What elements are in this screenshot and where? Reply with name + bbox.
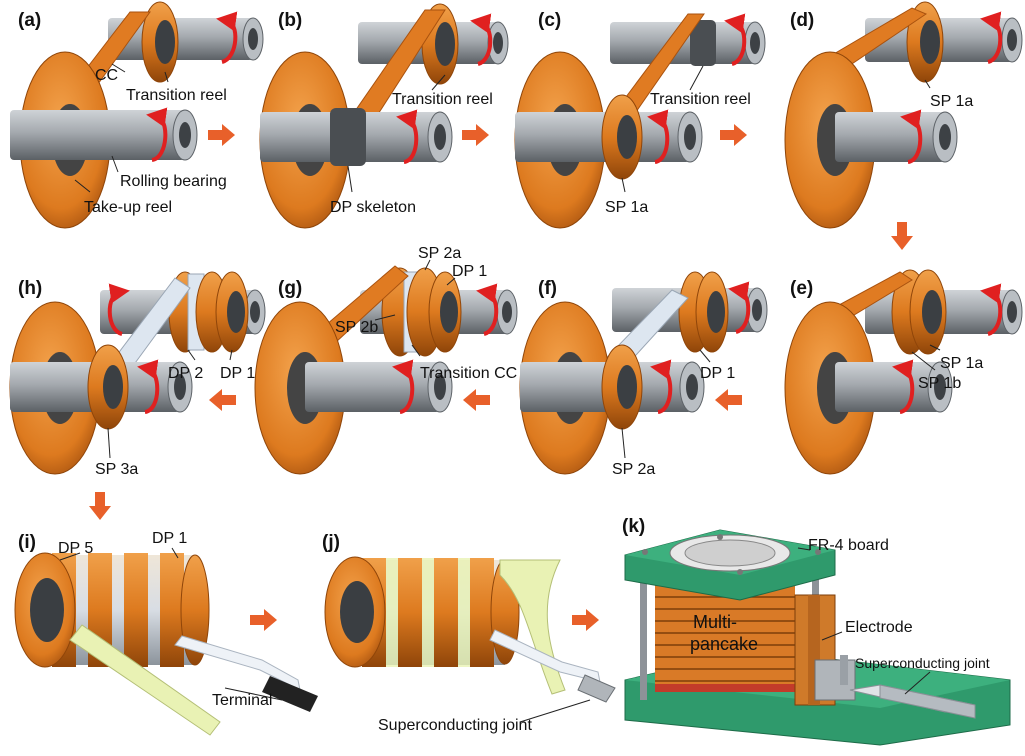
panel-e: [784, 269, 1023, 475]
label-multi: Multi-: [693, 612, 737, 632]
process-arrow: [209, 389, 236, 411]
shaft: [10, 110, 185, 160]
label-transition-reel: Transition reel: [126, 87, 227, 104]
panel-k: [624, 529, 1011, 746]
panel-label-a: (a): [18, 10, 41, 31]
label-dp-1: DP 1: [452, 263, 487, 280]
label-superconducting-joint: Superconducting joint: [855, 655, 990, 671]
panel-label-b: (b): [278, 10, 302, 31]
label-sp-3a: SP 3a: [95, 461, 138, 478]
label-rolling-bearing: Rolling bearing: [120, 173, 227, 190]
transition-reel: [690, 20, 716, 66]
rotation-arrow: [146, 107, 168, 162]
panel-label-e: (e): [790, 278, 813, 299]
annotations: CC Transition reel Rolling bearing Take-…: [58, 67, 990, 734]
terminal: [262, 676, 318, 712]
panel-label-g: (g): [278, 278, 302, 299]
panel-f: [519, 271, 768, 475]
label-sp-2a: SP 2a: [612, 461, 655, 478]
label-sp-1a: SP 1a: [930, 93, 973, 110]
label-transition-cc: Transition CC: [420, 365, 517, 382]
panel-label-d: (d): [790, 10, 814, 31]
label-dp-skeleton: DP skeleton: [330, 199, 416, 216]
panel-c: [514, 13, 766, 229]
panel-label-c: (c): [538, 10, 561, 31]
panel-b: [259, 3, 509, 229]
process-arrow: [89, 492, 111, 520]
panel-h: [9, 271, 266, 475]
process-arrow: [208, 124, 235, 146]
process-arrow: [715, 389, 742, 411]
panel-label-j: (j): [322, 532, 340, 553]
panel-a: [10, 1, 264, 229]
label-transition-reel: Transition reel: [392, 91, 493, 108]
leader-lines: [59, 63, 941, 723]
electrode-clamp: [814, 659, 856, 701]
label-sp-1a: SP 1a: [605, 199, 648, 216]
label-electrode: Electrode: [845, 619, 913, 636]
label-take-up-reel: Take-up reel: [84, 199, 172, 216]
panel-d: [784, 1, 1023, 229]
label-terminal: Terminal: [212, 692, 272, 709]
label-dp-1: DP 1: [220, 365, 255, 382]
dp-skeleton: [330, 108, 366, 166]
label-sp-1a: SP 1a: [940, 355, 983, 372]
label-dp-1: DP 1: [152, 530, 187, 547]
panel-label-h: (h): [18, 278, 42, 299]
label-fr-4-board: FR-4 board: [808, 537, 889, 554]
white-tape: [174, 635, 301, 691]
panel-i: [14, 552, 318, 736]
support-rod: [640, 565, 647, 700]
panel-label-i: (i): [18, 532, 36, 553]
label-sp-1b: SP 1b: [918, 375, 961, 392]
label-superconducting-joint: Superconducting joint: [378, 717, 532, 734]
rotation-arrow: [216, 11, 238, 64]
label-pancake: pancake: [690, 634, 758, 654]
process-arrow: [572, 609, 599, 631]
panel-label-k: (k): [622, 516, 645, 537]
process-arrow: [720, 124, 747, 146]
process-arrows: [89, 124, 913, 631]
process-arrow: [891, 222, 913, 250]
process-arrow: [462, 124, 489, 146]
label-dp-1: DP 1: [700, 365, 735, 382]
label-cc: CC: [95, 67, 118, 84]
label-sp-2b: SP 2b: [335, 319, 378, 336]
panel-j: [324, 556, 616, 703]
process-arrow: [463, 389, 490, 411]
label-dp-2: DP 2: [168, 365, 203, 382]
process-arrow: [250, 609, 277, 631]
superconducting-joint: [577, 674, 616, 703]
panel-label-f: (f): [538, 278, 557, 299]
label-transition-reel: Transition reel: [650, 91, 751, 108]
panel-g: [254, 265, 518, 475]
label-dp-5: DP 5: [58, 540, 93, 557]
yellow-tape: [69, 624, 221, 736]
label-sp-2a: SP 2a: [418, 245, 461, 262]
panel-labels: (a) (b) (c) (d) (e) (f) (g) (h) (i) (j) …: [18, 10, 814, 553]
